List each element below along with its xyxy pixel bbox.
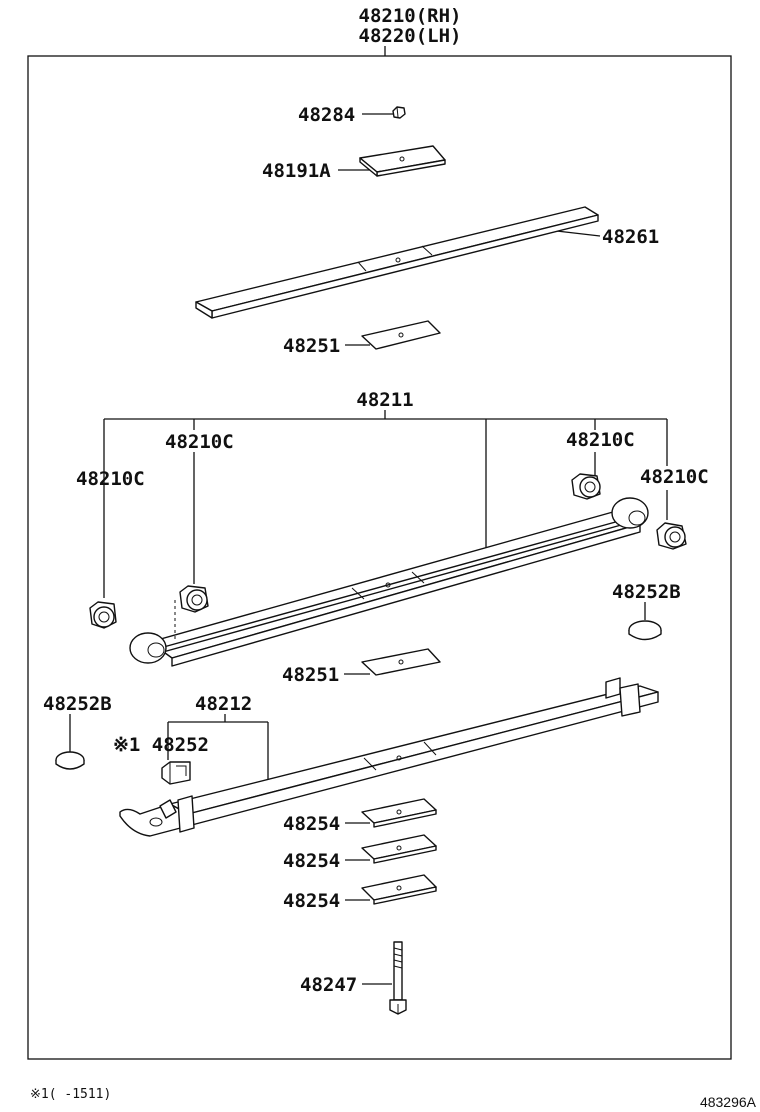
label-48284: 48284	[298, 104, 355, 126]
label-48254-1: 48254	[283, 813, 340, 835]
bushing-left-inner-part	[179, 585, 209, 613]
nut-part	[392, 106, 406, 119]
spacer-1-part	[361, 798, 437, 828]
label-48252-clip: ※1 48252	[113, 734, 209, 756]
label-48247: 48247	[300, 974, 357, 996]
label-48191A: 48191A	[262, 160, 331, 182]
label-48252B-right: 48252B	[612, 581, 681, 603]
bushing-right-outer-part	[656, 522, 687, 550]
spacer-2-part	[361, 834, 437, 864]
label-48210C-right-inner: 48210C	[566, 429, 635, 451]
top-plate-part	[359, 145, 446, 177]
label-48211: 48211	[356, 389, 413, 411]
clip-part	[161, 761, 191, 785]
spacer-3-part	[361, 874, 437, 905]
label-48254-3: 48254	[283, 890, 340, 912]
label-48251-lower: 48251	[282, 664, 339, 686]
assembly-number-rh: 48210(RH)	[359, 5, 462, 27]
bumper-left-part	[55, 751, 85, 770]
diagram-frame	[27, 55, 732, 1060]
bumper-right-part	[628, 620, 662, 641]
center-bolt-part	[389, 941, 407, 1015]
insert-lower-part	[361, 648, 441, 676]
upper-leaf-part	[195, 206, 599, 319]
footnote: ※1( -1511)	[30, 1087, 111, 1102]
label-48252B-left: 48252B	[43, 693, 112, 715]
label-48261: 48261	[602, 226, 659, 248]
insert-upper-part	[361, 320, 441, 350]
assembly-number-lh: 48220(LH)	[359, 25, 462, 47]
label-48212: 48212	[195, 693, 252, 715]
second-leaf-part	[119, 677, 659, 837]
bushing-right-inner-part	[571, 473, 601, 500]
label-48210C-left-outer: 48210C	[76, 468, 145, 490]
bushing-left-outer-part	[89, 601, 117, 629]
label-48254-2: 48254	[283, 850, 340, 872]
label-48210C-right-outer: 48210C	[640, 466, 709, 488]
label-48251-upper: 48251	[283, 335, 340, 357]
diagram-reference: 483296A	[700, 1094, 757, 1110]
label-48210C-left-inner: 48210C	[165, 431, 234, 453]
main-leaf-part	[129, 497, 649, 667]
